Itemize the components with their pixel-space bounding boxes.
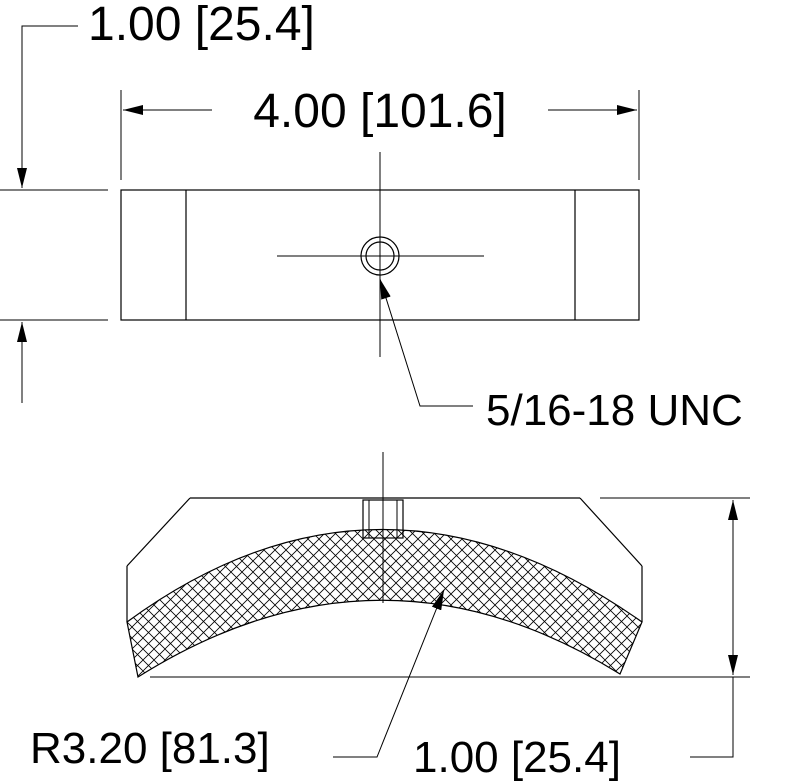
top-height-dimension-label: 1.00 [25.4] (88, 0, 315, 51)
radius-leader (333, 589, 445, 758)
side-right-chamfer (579, 497, 643, 567)
threaded-hole-outer (360, 236, 400, 276)
top-height-leader (17, 25, 78, 188)
width-dimension-label: 4.00 [101.6] (253, 85, 507, 138)
side-view (126, 452, 643, 678)
thread-callout: 5/16-18 UNC (379, 278, 743, 435)
bottom-height-dimension-label: 1.00 [25.4] (413, 733, 621, 782)
bottom-height-leader (690, 677, 734, 758)
hatched-arc-band (126, 529, 643, 678)
side-left-chamfer (126, 497, 191, 567)
threaded-hole-inner (365, 241, 395, 271)
radius-callout: R3.20 [81.3] (30, 589, 445, 773)
thread-leader (379, 278, 473, 407)
bottom-height-dimension: 1.00 [25.4] (150, 497, 750, 782)
thread-callout-label: 5/16-18 UNC (486, 386, 743, 435)
width-dimension: 4.00 [101.6] (120, 85, 640, 180)
top-height-dimension: 1.00 [25.4] (0, 0, 315, 403)
top-view (120, 152, 640, 357)
radius-callout-label: R3.20 [81.3] (30, 724, 270, 773)
